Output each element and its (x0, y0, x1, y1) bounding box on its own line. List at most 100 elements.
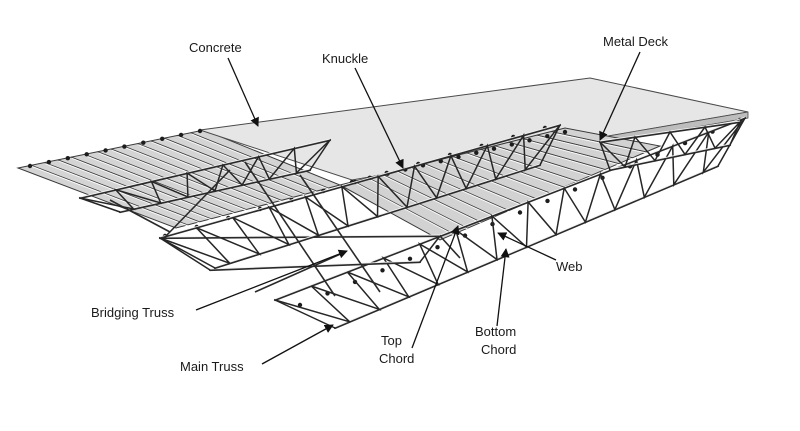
knuckle-bolt (474, 150, 479, 155)
knuckle-bolt (141, 140, 146, 145)
leader-top-chord (411, 225, 460, 349)
label-top-chord-line2: Chord (379, 351, 414, 366)
leader-knuckle (354, 67, 404, 169)
knuckle-bolt (380, 268, 385, 273)
deck-rib-highlight (98, 152, 248, 212)
deck-rib-highlight (45, 163, 201, 224)
knuckle-bolt (65, 156, 71, 161)
deck-rib (424, 163, 523, 206)
top-chord-highlight (79, 138, 331, 198)
label-bottom-chord-line1: Bottom (475, 324, 516, 339)
label-web: Web (556, 259, 583, 274)
deck-rib (177, 134, 317, 192)
top-chord (78, 138, 332, 200)
truss-right-under (598, 120, 742, 172)
leader-lines (195, 51, 641, 365)
knuckle-bolt (527, 138, 532, 143)
knuckle-bolt (509, 142, 514, 147)
top-chord-highlight (159, 234, 441, 238)
web-members (274, 117, 746, 323)
knuckle-bolt (562, 129, 568, 135)
label-bottom-chord-line2: Chord (481, 342, 516, 357)
leader-main-truss (261, 324, 334, 365)
deck-rib-highlight (111, 149, 259, 209)
label-bridging-truss: Bridging Truss (91, 305, 175, 320)
deck-rib (97, 151, 247, 211)
knuckle-bolt (160, 136, 165, 141)
knuckle-bolt (572, 187, 578, 192)
bridging-truss (109, 161, 461, 297)
knuckle-bolt (435, 245, 440, 250)
deck-rib-highlight (151, 141, 295, 199)
deck-rib-highlight (71, 157, 224, 218)
deck-rib (31, 164, 188, 226)
leader-metal-deck (599, 51, 641, 141)
label-top-chord-line1: Top (381, 333, 402, 348)
deck-rib-highlight (58, 160, 213, 221)
deck-rib-highlight (523, 139, 620, 166)
truss-front-main (273, 116, 747, 330)
deck-rib-highlight (495, 146, 593, 178)
deck-rib (466, 152, 564, 188)
end-post (419, 235, 441, 263)
knuckle-bolt (84, 152, 89, 157)
bridging-member (254, 251, 346, 293)
deck-rib (70, 156, 224, 217)
truss-back (78, 138, 332, 214)
knuckle-bolt (46, 159, 52, 165)
deck-rib (452, 156, 551, 194)
top-chord (273, 116, 747, 302)
bridging-member (244, 161, 336, 297)
bridging-member (299, 174, 381, 293)
label-metal-deck: Metal Deck (603, 34, 669, 49)
deck-rib (84, 153, 235, 214)
deck-rib-highlight (481, 150, 579, 183)
bottom-chord (608, 143, 732, 172)
end-post (79, 197, 121, 213)
deck-rib (124, 145, 270, 204)
deck-rib-highlight (164, 138, 306, 196)
deck-rib-highlight (178, 136, 318, 193)
end-post (159, 237, 216, 269)
knuckle-bolt (545, 134, 550, 139)
end-post (599, 141, 611, 171)
leader-web (497, 232, 557, 261)
deck-rib (522, 138, 619, 165)
knuckle-bolt (197, 128, 203, 134)
knuckle-bolt (103, 148, 108, 153)
top-chord-highlight (274, 116, 746, 300)
end-post (309, 139, 331, 171)
deck-rib-highlight (138, 144, 283, 203)
deck-rib (438, 159, 537, 200)
deck-rib-highlight (537, 135, 634, 160)
label-main-truss: Main Truss (180, 359, 244, 374)
web-members (159, 124, 561, 265)
leader-bridging-truss (195, 249, 348, 311)
knuckle-bolt (517, 210, 523, 215)
web-members (599, 121, 741, 169)
top-chord-highlight (159, 123, 561, 238)
knuckle-bolt (122, 144, 127, 149)
deck-rib (110, 148, 259, 207)
label-knuckle: Knuckle (322, 51, 368, 66)
deck-rib (550, 131, 647, 153)
end-post (729, 121, 741, 146)
deck-rib (163, 137, 306, 195)
knuckle-bolt (545, 198, 550, 204)
end-post (274, 299, 336, 329)
knuckle-bolt (27, 163, 33, 169)
deck-rib (190, 132, 329, 189)
deck-rib (410, 166, 509, 212)
top-chord (158, 123, 562, 240)
knuckle-bolt (297, 302, 303, 308)
deck-rib-highlight (509, 142, 606, 172)
deck-rib (137, 143, 282, 201)
label-concrete: Concrete (189, 40, 242, 55)
web-members (79, 139, 331, 211)
deck-rib (57, 159, 212, 220)
deck-rib-highlight (124, 147, 271, 206)
knuckle-bolt (407, 256, 413, 261)
bottom-chord-highlight (609, 143, 731, 170)
